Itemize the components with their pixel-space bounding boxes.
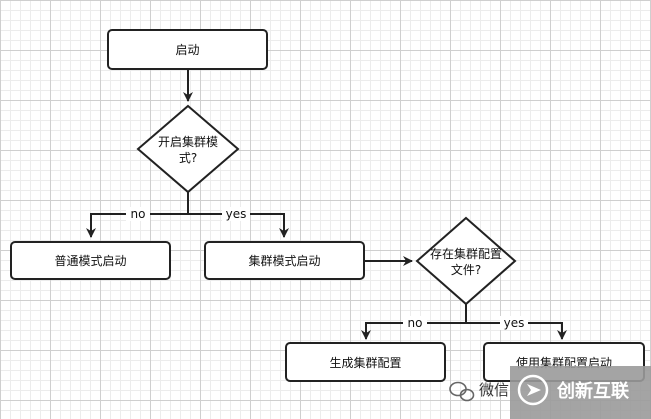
edge-cluster-question-yes	[188, 213, 289, 238]
node-cluster-mode-label: 集群模式启动	[248, 253, 320, 268]
node-cluster-mode-box	[204, 241, 365, 280]
node-config-question-label-2: 文件?	[451, 262, 481, 277]
node-config-question-label-1: 存在集群配置	[430, 246, 502, 261]
node-normal-mode-label: 普通模式启动	[54, 254, 126, 268]
node-generate-config[interactable]: 生成集群配置	[285, 342, 446, 382]
edge-label-bg-yes-2	[500, 316, 528, 330]
node-cluster-question-diamond	[136, 104, 240, 194]
watermark-brand-text: 创新互联	[556, 380, 629, 402]
node-start[interactable]: 启动	[107, 29, 268, 70]
node-cluster-question-label-1: 开启集群模	[158, 134, 218, 149]
edge-label-yes-2: yes	[504, 316, 525, 330]
edge-label-no-2: no	[408, 316, 423, 330]
connectors	[86, 69, 567, 340]
node-normal-mode-box	[10, 241, 171, 280]
watermark: 微信 创新互联	[449, 366, 651, 419]
node-config-question[interactable]: 存在集群配置 文件?	[415, 216, 517, 306]
node-normal-mode[interactable]: 普通模式启动	[10, 241, 171, 280]
wechat-logo-icon	[449, 381, 475, 402]
edge-label-bg-yes-1	[222, 207, 250, 221]
watermark-wechat-text: 微信	[479, 381, 509, 399]
edge-config-question-yes	[466, 322, 567, 340]
node-config-question-diamond	[415, 216, 517, 306]
node-start-box	[107, 29, 268, 70]
node-generate-config-box	[285, 342, 446, 382]
node-generate-config-label: 生成集群配置	[329, 355, 401, 370]
edge-label-no-1: no	[131, 207, 146, 221]
node-cluster-question-label-2: 式?	[179, 151, 197, 165]
edge-label-bg-no-2	[403, 316, 427, 330]
edge-labels: no yes no yes	[126, 207, 528, 330]
brand-logo-icon	[517, 374, 549, 406]
node-start-label: 启动	[175, 43, 199, 57]
edge-label-yes-1: yes	[226, 207, 247, 221]
node-cluster-mode[interactable]: 集群模式启动	[204, 241, 365, 280]
node-cluster-question[interactable]: 开启集群模 式?	[136, 104, 240, 194]
edge-label-bg-no-1	[126, 207, 150, 221]
